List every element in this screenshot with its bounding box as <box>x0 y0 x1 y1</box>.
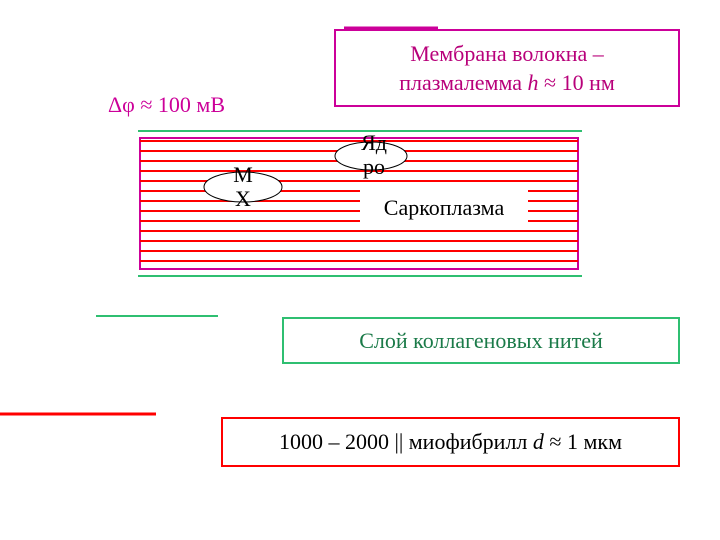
myofibril-diameter-symbol: d <box>532 429 544 454</box>
myofibril-caption-prefix: 1000 – 2000 || миофибрилл <box>278 429 533 454</box>
sarcoplasm-label: Саркоплазма <box>360 187 528 229</box>
membrane-thickness-symbol: h <box>527 70 539 95</box>
membrane-caption-prefix: плазмалемма <box>399 70 528 95</box>
membrane-caption-suffix: ≈ 10 нм <box>538 70 615 95</box>
nucleus-label-line1: Яд <box>361 130 387 155</box>
mitochondria-label-line1: М <box>233 162 253 187</box>
collagen-caption-box: Слой коллагеновых нитей <box>282 317 680 364</box>
myofibril-caption-suffix: ≈ 1 мкм <box>543 429 623 454</box>
mitochondria-label-line2: Х <box>235 186 251 211</box>
membrane-caption-line1: Мембрана волокна – <box>410 41 604 66</box>
membrane-potential-label: Δφ ≈ 100 мВ <box>108 92 226 117</box>
membrane-caption-box: Мембрана волокна – плазмалемма h ≈ 10 нм <box>334 29 680 107</box>
nucleus-label: Яд ро <box>352 131 396 179</box>
collagen-caption: Слой коллагеновых нитей <box>359 327 603 353</box>
membrane-caption-line2: плазмалемма h ≈ 10 нм <box>399 68 615 97</box>
myofibril-caption-box: 1000 – 2000 || миофибрилл d ≈ 1 мкм <box>221 417 680 467</box>
nucleus-label-line2: ро <box>363 154 385 179</box>
mitochondria-label: М Х <box>226 163 260 211</box>
mitochondria-ellipse <box>203 171 283 203</box>
nucleus-ellipse <box>334 141 408 171</box>
